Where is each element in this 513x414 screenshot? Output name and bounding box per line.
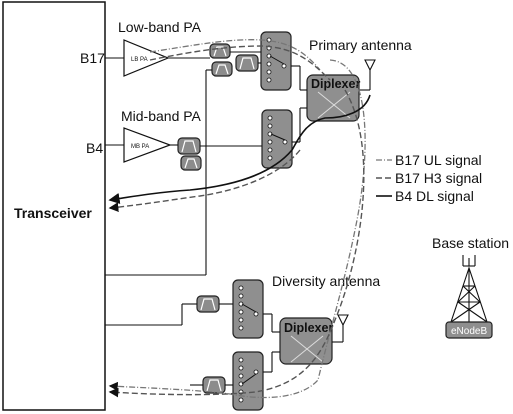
top-filter-3 [235, 54, 259, 72]
b17-h3-signal-path [108, 45, 365, 398]
legend-h3-label: B17 H3 signal [395, 170, 482, 186]
div-filter-1 [196, 295, 220, 313]
primary-antenna-icon [359, 59, 376, 91]
lb-pa-label: LB PA [131, 57, 148, 63]
low-band-pa-label: Low-band PA [118, 19, 202, 35]
base-station-label: Base station [432, 235, 509, 251]
legend: B17 UL signal B17 H3 signal B4 DL signal [376, 152, 482, 204]
mb-pa-label: MB PA [131, 144, 149, 150]
b4-port-label: B4 [86, 140, 103, 156]
primary-antenna-label: Primary antenna [309, 37, 412, 53]
transceiver-label: Transceiver [14, 205, 92, 221]
mid-filter-2 [180, 155, 202, 171]
legend-ul-label: B17 UL signal [395, 152, 482, 168]
transceiver-block [2, 1, 106, 411]
base-station-tower-icon [450, 255, 488, 323]
div-switch-2 [232, 351, 264, 411]
legend-dl-label: B4 DL signal [395, 188, 474, 204]
top-switch-1 [260, 31, 292, 91]
b17-port-label: B17 [80, 50, 105, 66]
top-filter-1 [209, 43, 231, 59]
diversity-chain-wiring [105, 303, 335, 386]
mid-band-pa-label: Mid-band PA [121, 108, 202, 124]
b17-ul-signal-path [108, 39, 366, 399]
diplexer-top [306, 74, 360, 122]
diversity-antenna-icon [335, 314, 349, 343]
mid-filter-1 [177, 137, 201, 155]
b4-dl-signal-path [108, 94, 371, 205]
enodeb-label: eNodeB [451, 326, 487, 337]
top-filter-2 [211, 61, 233, 77]
top-chain-wiring [105, 51, 307, 276]
enodeb-box [445, 321, 493, 339]
diplexer-bottom-label: Diplexer [284, 321, 333, 335]
diplexer-top-label: Diplexer [311, 77, 360, 91]
diversity-antenna-label: Diversity antenna [272, 273, 380, 289]
div-filter-2 [202, 376, 226, 394]
top-switch-2 [261, 109, 293, 169]
div-switch-1 [232, 279, 264, 339]
